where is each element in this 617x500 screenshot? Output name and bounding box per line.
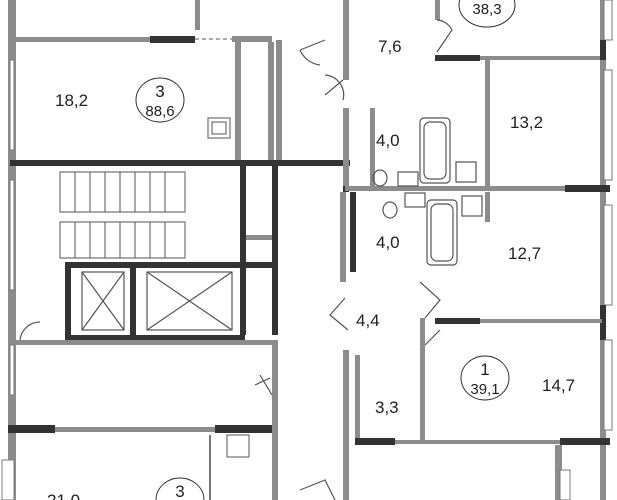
- room-area: 18,2: [55, 91, 88, 110]
- door-icon: [329, 297, 349, 331]
- apartment-area: 39,1: [470, 381, 499, 398]
- room-area: 3,3: [375, 398, 399, 417]
- toilet-icon: [382, 201, 398, 219]
- apartment-rooms: 3: [155, 82, 164, 101]
- room-area: 21,0: [47, 491, 80, 500]
- apartment-badge: 38,3: [458, 0, 516, 28]
- bathtub-icon: [419, 117, 451, 184]
- sink-icon: [397, 171, 419, 187]
- room-area: 4,4: [356, 311, 380, 330]
- apartment-badge: 3 88,6: [135, 77, 185, 123]
- toilet-icon: [372, 169, 388, 187]
- sink-icon: [461, 195, 483, 217]
- wall-top-left: [15, 0, 274, 162]
- elevator-icon: [81, 271, 233, 331]
- door-icon: [324, 74, 345, 101]
- sink-icon: [455, 161, 477, 183]
- room-area: 12,7: [508, 244, 541, 263]
- apartment-badge: 1 39,1: [460, 355, 510, 401]
- door-icon: [299, 39, 326, 66]
- door-icon: [299, 479, 336, 500]
- apartment-rooms: 3: [175, 482, 184, 500]
- sink-icon: [226, 434, 250, 458]
- room-area: 4,0: [376, 131, 400, 150]
- exterior-wall-left: [1, 0, 16, 500]
- door-icon: [436, 19, 453, 53]
- apartment-rooms: 1: [480, 360, 489, 379]
- stairs-icon: [59, 171, 186, 259]
- apartment-area: 88,6: [145, 103, 174, 120]
- sink-icon: [404, 192, 426, 208]
- room-area: 14,7: [542, 376, 575, 395]
- room-area: 4,0: [376, 233, 400, 252]
- sink-icon: [207, 117, 231, 139]
- apartment-badge: 3: [155, 477, 205, 500]
- room-area: 7,6: [378, 37, 402, 56]
- door-icon: [254, 374, 273, 396]
- stair-core: [10, 160, 350, 345]
- apartment-area: 38,3: [472, 1, 501, 18]
- corridor-walls: [276, 0, 360, 500]
- door-icon: [19, 321, 41, 341]
- bathroom-fixtures: [372, 117, 483, 266]
- walls-right: [329, 0, 613, 500]
- wall-bottom-left: [8, 345, 278, 500]
- bathtub-icon: [426, 199, 458, 266]
- room-area: 13,2: [510, 113, 543, 132]
